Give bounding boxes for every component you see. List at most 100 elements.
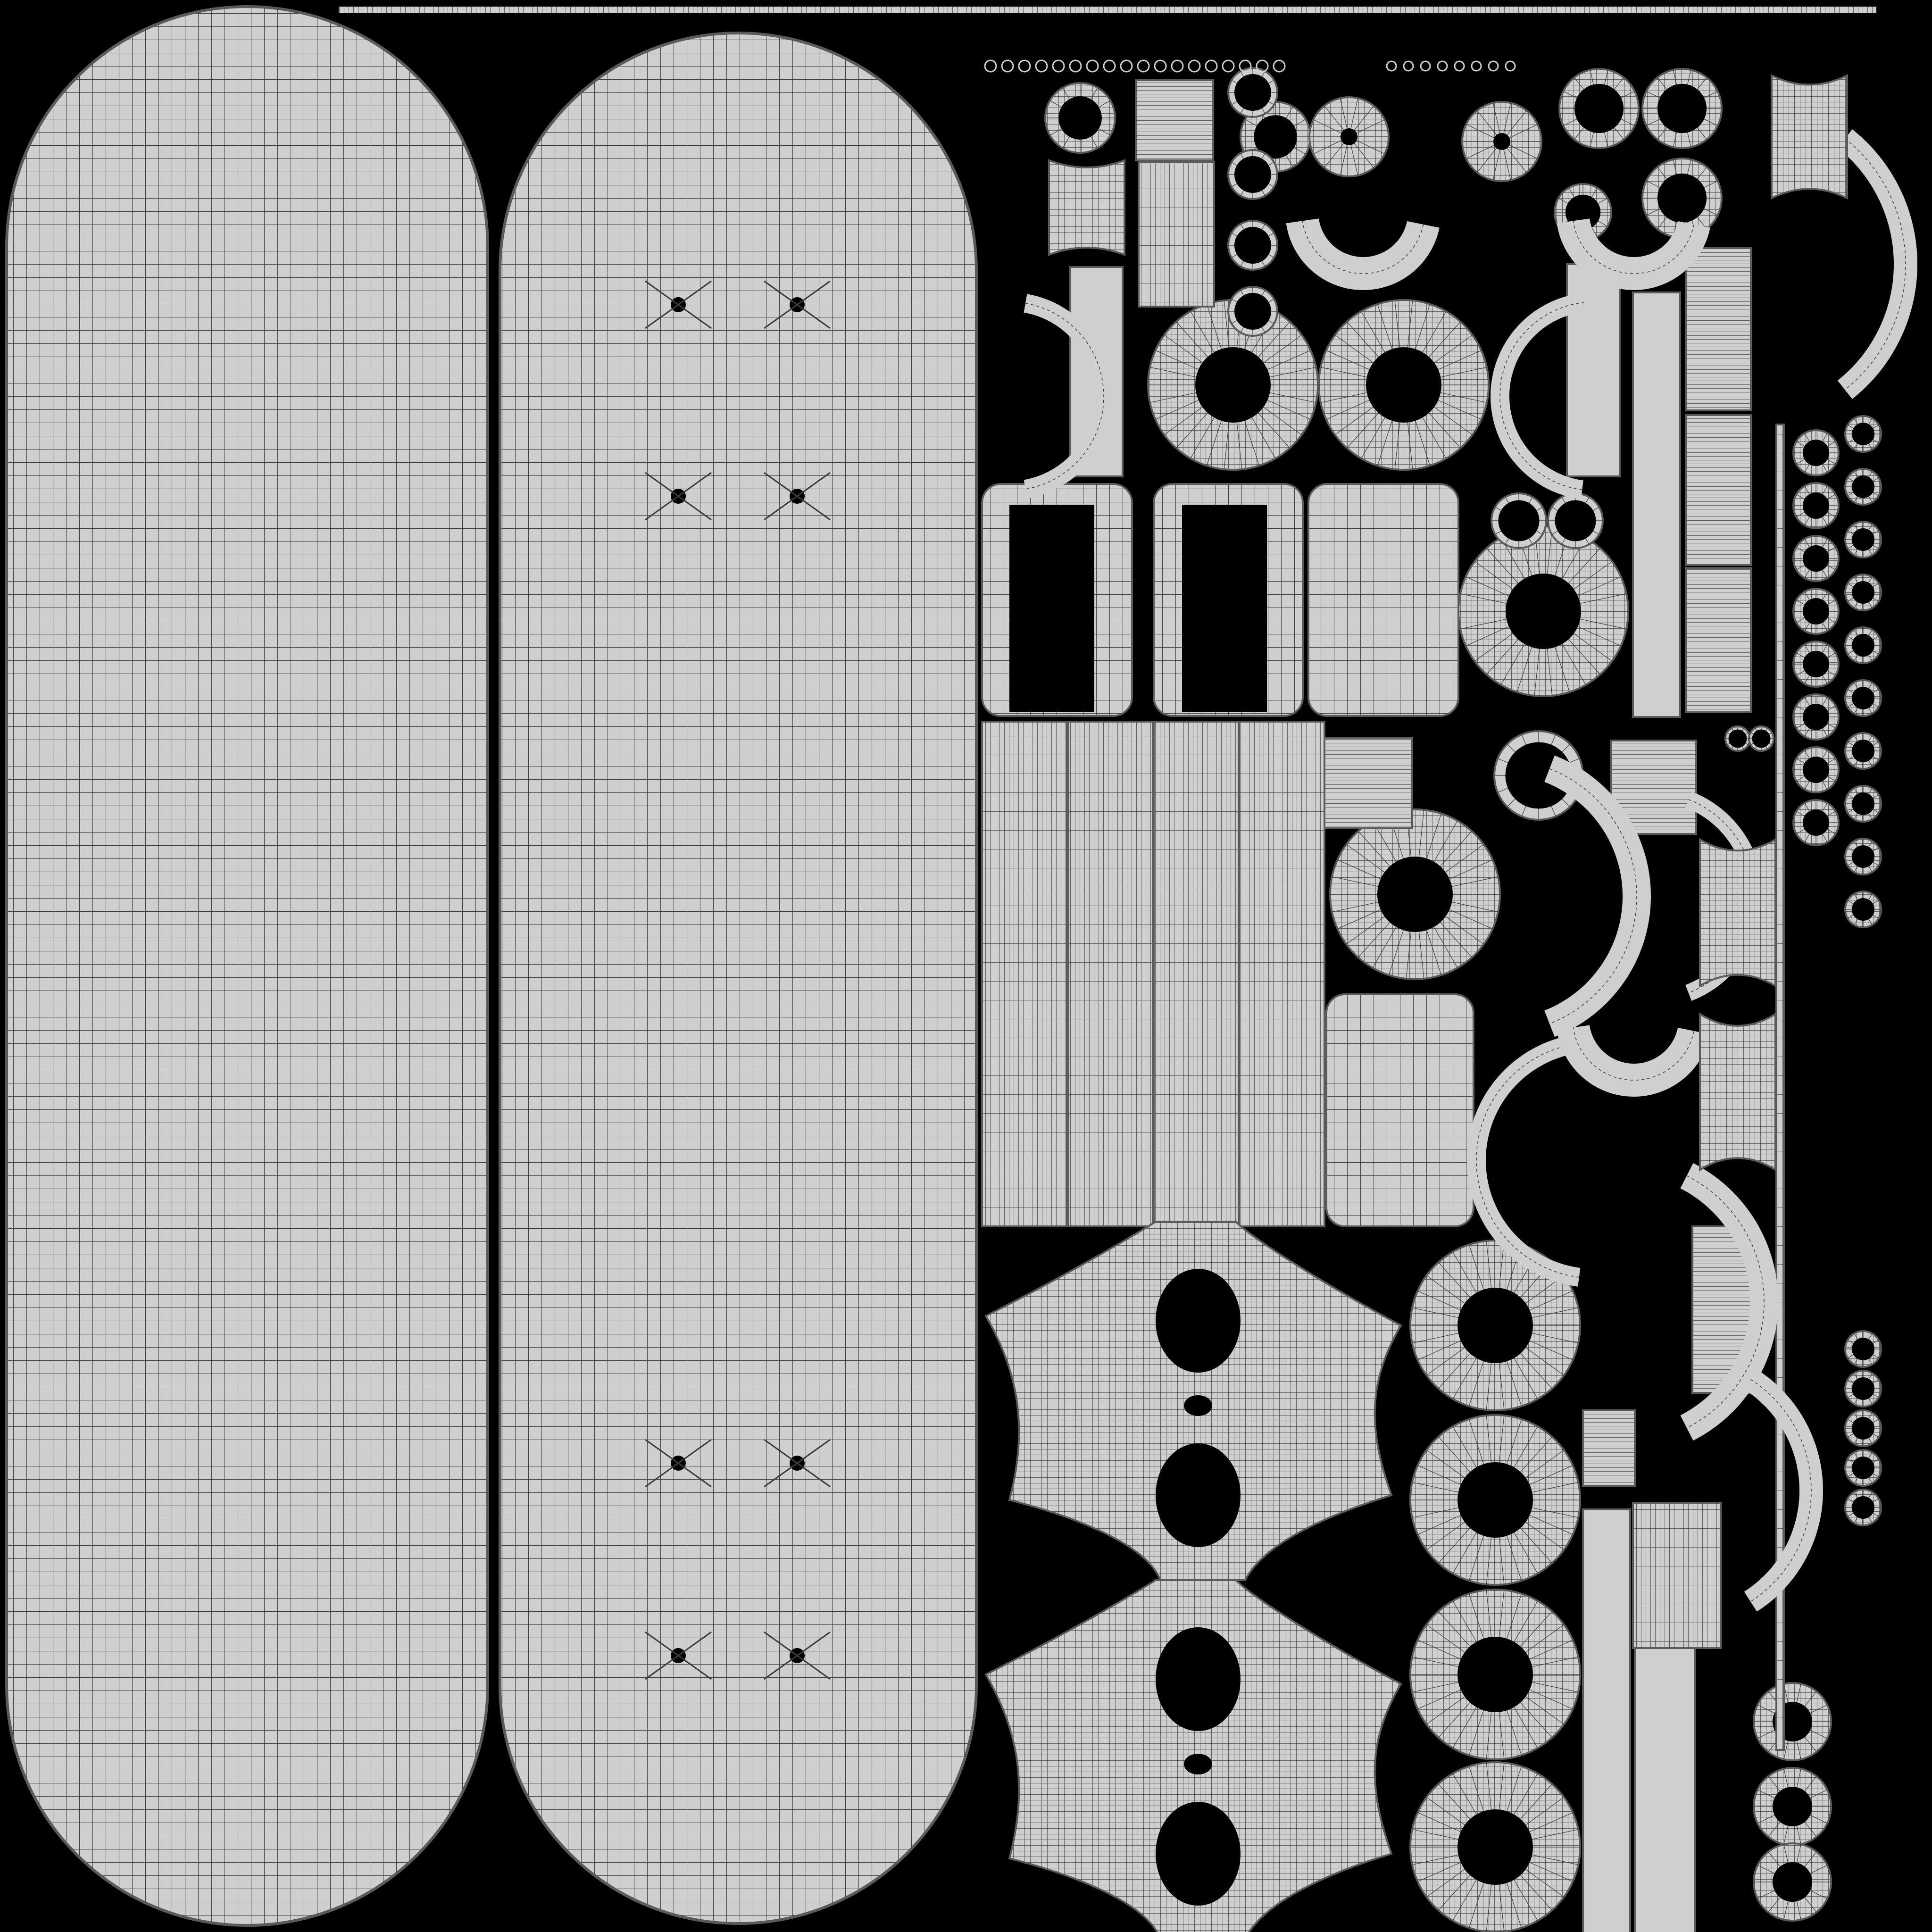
baseplate-cutout bbox=[1182, 505, 1267, 712]
bolt-hole-lines bbox=[764, 280, 831, 329]
truck-base-island bbox=[984, 1221, 1402, 1581]
tiny-ring bbox=[1205, 59, 1218, 73]
hanger-panel bbox=[1632, 1502, 1722, 1649]
washer-disc bbox=[1308, 96, 1390, 177]
washer-disc bbox=[1461, 101, 1542, 182]
right-column-ring-small bbox=[1844, 468, 1882, 506]
right-column-ring bbox=[1792, 693, 1840, 741]
hanger-panel bbox=[1324, 737, 1413, 829]
right-column-ring-small bbox=[1844, 891, 1882, 928]
right-column-ring bbox=[1792, 482, 1840, 529]
baseplate-panel bbox=[1325, 993, 1474, 1227]
bearing-ring bbox=[1044, 82, 1116, 154]
deck-top-island bbox=[5, 5, 489, 1927]
wheel-large bbox=[1409, 1761, 1581, 1932]
riser-panel bbox=[1239, 721, 1325, 1227]
right-column-ring bbox=[1792, 641, 1840, 688]
right-column-ring-small bbox=[1844, 785, 1882, 823]
hanger-panel bbox=[1135, 79, 1214, 161]
bearing-ring bbox=[1724, 725, 1751, 752]
bearing-ring bbox=[1641, 68, 1723, 149]
right-column-ring-small bbox=[1844, 1409, 1882, 1447]
tiny-ring bbox=[1103, 59, 1116, 73]
kingpin-strip bbox=[1582, 1508, 1631, 1932]
right-column-ring-small bbox=[1844, 1330, 1882, 1368]
cushion-panel bbox=[1048, 159, 1125, 256]
wheel-large bbox=[1147, 299, 1319, 471]
bolt-hole-lines bbox=[645, 1631, 712, 1680]
kingpin-strip bbox=[1632, 291, 1681, 718]
tiny-ring bbox=[1069, 59, 1082, 73]
right-column-ring-small bbox=[1844, 732, 1882, 770]
wheel-large bbox=[1409, 1414, 1581, 1586]
bolt-hole-lines bbox=[645, 1439, 712, 1488]
tiny-ring bbox=[1471, 60, 1482, 72]
tiny-ring bbox=[1505, 60, 1516, 72]
right-column-ring-small bbox=[1844, 521, 1882, 558]
tiny-ring bbox=[1137, 59, 1150, 73]
cushion-panel bbox=[1699, 838, 1776, 988]
right-column-ring-small bbox=[1844, 415, 1882, 453]
riser-panel bbox=[981, 721, 1068, 1227]
bearing-ring bbox=[1641, 158, 1723, 239]
right-column-ring bbox=[1792, 429, 1840, 476]
baseplate-panel bbox=[1307, 483, 1459, 717]
right-column-ring bbox=[1792, 746, 1840, 793]
riser-panel bbox=[1067, 721, 1154, 1227]
bolt-hole-lines bbox=[645, 472, 712, 521]
baseplate-cutout bbox=[1009, 505, 1094, 712]
bearing-ring bbox=[1227, 286, 1278, 337]
right-column-ring bbox=[1792, 535, 1840, 582]
right-bottom-ring bbox=[1753, 1767, 1832, 1846]
deck-bottom-island bbox=[499, 32, 978, 1925]
tiny-ring bbox=[984, 59, 997, 73]
right-column-ring-small bbox=[1844, 1370, 1882, 1407]
hanger-panel bbox=[1582, 1409, 1636, 1487]
wheel-large bbox=[1318, 299, 1490, 471]
wheel-large bbox=[1409, 1589, 1581, 1760]
tiny-ring bbox=[1273, 59, 1286, 73]
hanger-panel bbox=[1138, 161, 1215, 308]
right-column-ring-small bbox=[1844, 1489, 1882, 1526]
bearing-ring bbox=[1227, 149, 1278, 200]
tiny-ring bbox=[1052, 59, 1065, 73]
tiny-ring bbox=[1256, 59, 1269, 73]
tiny-ring bbox=[1086, 59, 1099, 73]
right-column-ring-small bbox=[1844, 679, 1882, 717]
tiny-ring bbox=[1386, 60, 1397, 72]
tiny-ring bbox=[1437, 60, 1448, 72]
bearing-ring bbox=[1227, 67, 1278, 118]
right-column-ring bbox=[1792, 799, 1840, 846]
right-bottom-ring bbox=[1753, 1682, 1832, 1761]
right-column-ring-small bbox=[1844, 626, 1882, 664]
tiny-ring bbox=[1171, 59, 1184, 73]
truck-base-island bbox=[984, 1579, 1402, 1932]
top-strip bbox=[339, 7, 1876, 13]
tiny-ring bbox=[1454, 60, 1465, 72]
right-bottom-ring bbox=[1753, 1842, 1832, 1922]
bearing-ring bbox=[1227, 220, 1278, 271]
wheel-large bbox=[1457, 525, 1629, 697]
axle-panel bbox=[1685, 414, 1752, 566]
right-column-ring-small bbox=[1844, 574, 1882, 611]
tiny-ring bbox=[1001, 59, 1014, 73]
edge-strip bbox=[1775, 424, 1785, 1751]
wheel-large bbox=[1409, 1240, 1581, 1411]
bearing-ring bbox=[1748, 725, 1774, 752]
right-column-ring-small bbox=[1844, 838, 1882, 875]
bolt-holes bbox=[645, 280, 831, 1680]
tiny-ring bbox=[1488, 60, 1499, 72]
tiny-ring bbox=[1154, 59, 1167, 73]
cushion-panel bbox=[1771, 74, 1848, 200]
bolt-hole-lines bbox=[645, 280, 712, 329]
axle-panel bbox=[1685, 567, 1752, 713]
axle-panel bbox=[1685, 247, 1752, 411]
tiny-ring bbox=[1188, 59, 1201, 73]
right-column-ring-small bbox=[1844, 1449, 1882, 1487]
tiny-ring bbox=[1239, 59, 1252, 73]
tiny-ring bbox=[1120, 59, 1133, 73]
cushion-panel bbox=[1699, 1012, 1776, 1172]
hardware-islands bbox=[981, 59, 1917, 1932]
bearing-ring bbox=[1547, 492, 1604, 549]
